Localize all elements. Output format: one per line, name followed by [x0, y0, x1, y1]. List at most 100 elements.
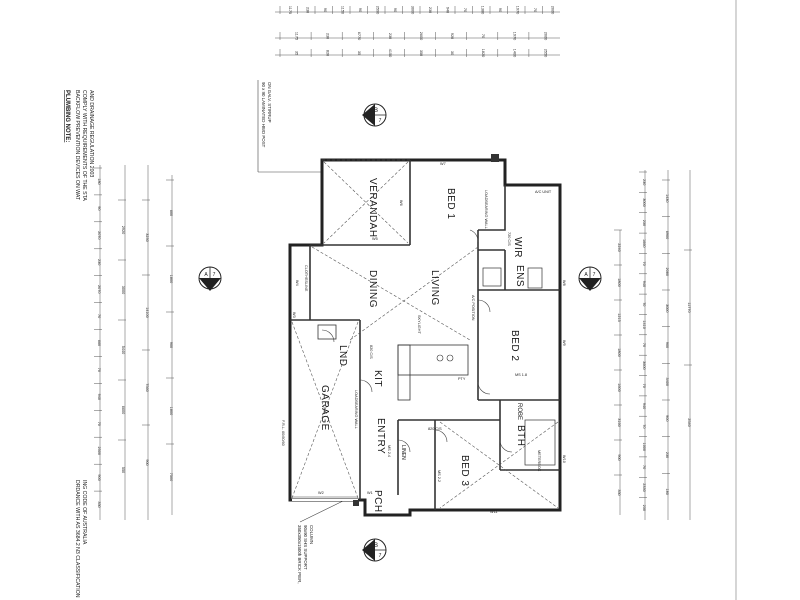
left-col3-value: 7560 [145, 383, 149, 391]
skylight-label: SKYLIGHT [417, 315, 421, 334]
right-col2-value: 900 [665, 415, 669, 421]
room-pch: PCH [372, 490, 383, 513]
right-col1-value: 230 [642, 505, 646, 511]
top-row1-value: 1175 [288, 6, 292, 14]
right-col4-value: 2240 [617, 243, 621, 251]
top-row2-value: 920 [450, 33, 454, 39]
room-bth: BTH [515, 425, 526, 447]
cs-tag-2: 820 C/S [369, 345, 373, 359]
left-col2-value: 550 [121, 467, 125, 473]
section-left-number: 7 [213, 272, 216, 278]
left-col1-value: 180 [97, 178, 101, 184]
porch-pier [353, 500, 359, 506]
floor-plan: VERANDAH BED 1 WIR DINING LIVING ENS BED… [281, 154, 566, 517]
window-ms24: MS 2.4 [387, 445, 391, 457]
top-row3-value: 1400 [512, 49, 516, 57]
section-right-number: 7 [593, 272, 596, 278]
plumbing-note-line-2: COMPLY WITH REQUIREMENTS OF THE STA [81, 90, 87, 201]
right-col4-value: 350 [617, 489, 621, 495]
right-col1-value: 70 [642, 424, 646, 428]
right-col3-value: 11770 [687, 302, 691, 312]
brick-pier-callout: 350x350x1500h BRICK PIER, [297, 525, 302, 584]
right-col4-value: 900 [617, 454, 621, 460]
left-col4-value: 1800 [169, 275, 173, 283]
top-row2-value: 230 [388, 33, 392, 39]
window-w8: W8 [562, 280, 566, 286]
load-bearing-label-1: LOADBEARING WALL [484, 190, 488, 229]
right-col4-value: 1800 [617, 278, 621, 286]
room-bed2: BED 2 [509, 330, 520, 361]
left-col1-value: 900 [97, 474, 101, 480]
top-row3-value: 35 [357, 51, 361, 55]
top-row2-value: 1970 [512, 32, 516, 40]
top-row2-value: 1175 [295, 32, 299, 40]
ac-position-label: A/C POSITION [471, 295, 475, 321]
room-dining: DINING [367, 270, 378, 308]
section-bottom-number: 7 [379, 553, 382, 559]
left-col1-value: 660 [97, 340, 101, 346]
room-kit: KIT [372, 370, 383, 387]
plumbing-note-line-3: AND DRAINAGE REGULATION 2003 [88, 90, 94, 177]
right-col1-value: 70 [642, 465, 646, 469]
top-row1-value: 1380 [480, 6, 484, 14]
right-col4-value: 1600 [617, 383, 621, 391]
section-bottom-letter: B [374, 543, 378, 549]
section-top-letter: B [374, 108, 378, 114]
firewall-label: F.R.L. 60/60/60 [281, 420, 285, 446]
right-col1-value: 2330 [642, 483, 646, 491]
brick-pier-callout-2: 90x90 SHS SUPPORT [303, 525, 308, 570]
top-row1-value: 2060 [550, 6, 554, 14]
room-verandah: VERANDAH [367, 178, 378, 238]
window-w6: W6 [399, 200, 403, 206]
pier-callout-leader [299, 499, 346, 523]
top-row3-value: 350 [419, 50, 423, 56]
section-top-number: 7 [379, 118, 382, 124]
right-col1-value: 70 [642, 384, 646, 388]
section-left-letter: A [204, 272, 208, 278]
window-w7: W7 [440, 162, 446, 166]
right-col1-value: 1660 [642, 239, 646, 247]
right-col1-value: 1410 [642, 320, 646, 328]
left-col2-value: 6600 [121, 406, 125, 414]
right-col2-value: 3000 [665, 304, 669, 312]
ac-unit-label: A/C UNIT [535, 190, 552, 194]
top-row1-value: 90 [393, 8, 397, 12]
top-row1-value: 230 [428, 7, 432, 13]
right-col1-value: 940 [642, 281, 646, 287]
section-marker-bottom: B 7 [362, 538, 387, 562]
meterbox-label: METERBOX [537, 450, 541, 472]
right-col3-value: 2540 [687, 418, 691, 426]
window-ms22: MS 2.2 [437, 470, 441, 482]
left-col4-value: 1800 [169, 407, 173, 415]
left-col4-value: 600 [169, 210, 173, 216]
left-col1-value: 90 [97, 206, 101, 210]
brick-pier-callout-3: COLUMN [309, 525, 314, 544]
room-robe: ROBE [516, 403, 522, 420]
right-col2-value: 230 [665, 452, 669, 458]
compliance-note: DRDANCE WITH AS 3684.2 N3 CLASSIFICATION… [74, 480, 87, 598]
top-row3-value: 2550 [543, 49, 547, 57]
left-col3-value: 14100 [145, 307, 149, 318]
right-col2-value: 2080 [665, 267, 669, 275]
top-row2-value: 70 [481, 34, 485, 38]
top-row1-value: 90 [358, 8, 362, 12]
left-col1-value: 2500 [97, 446, 101, 454]
window-w10: W10 [562, 455, 566, 463]
left-col1-value: 70 [97, 368, 101, 372]
right-col4-value: 3160 [617, 418, 621, 426]
top-row1-value: 230 [305, 7, 309, 13]
left-col3-value: 900 [145, 459, 149, 465]
top-row3-value: 1820 [481, 49, 485, 57]
left-col4-value: 7500 [169, 473, 173, 481]
top-row1-value: 1970 [515, 6, 519, 14]
left-col1-value: 940 [97, 394, 101, 400]
section-marker-right: A 7 [578, 266, 602, 291]
right-col1-value: 3000 [642, 198, 646, 206]
room-bed3: BED 3 [459, 455, 470, 486]
top-row1-value: 70 [533, 8, 537, 12]
right-col1-value: 70 [642, 343, 646, 347]
compliance-note-line-1: DRDANCE WITH AS 3684.2 N3 CLASSIFICATION [74, 480, 80, 598]
left-col3-value: 3230 [145, 233, 149, 241]
left-col1-value: 70 [97, 422, 101, 426]
